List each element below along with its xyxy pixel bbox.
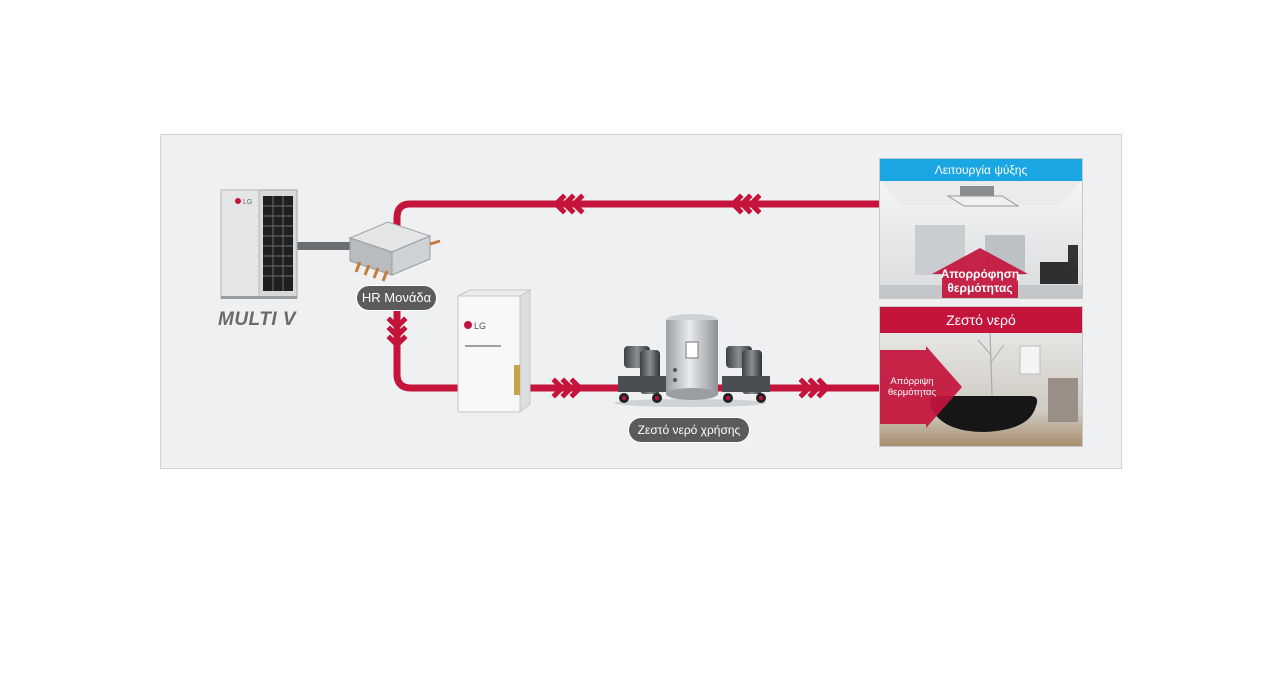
heat-absorb-arrow [932, 248, 1028, 298]
hot-water-header: Ζεστό νερό [880, 307, 1082, 333]
cooling-overlay-text: Απορρόφηση θερμότητας [932, 267, 1028, 296]
flow-arrows-down [386, 316, 408, 349]
heat-rejection-line1: Απόρριψη [890, 376, 934, 387]
multi-v-logo: MULTI V [218, 309, 297, 330]
outdoor-unit-logo: LG [243, 199, 252, 206]
flow-arrows-bottom-left [551, 377, 584, 399]
hr-unit [348, 221, 441, 282]
flow-arrows-top-right [729, 193, 762, 215]
outdoor-unit: LG [220, 189, 298, 299]
heat-rejection-line2: θερμότητας [887, 386, 937, 398]
domestic-hot-water-label: Ζεστό νερό χρήσης [629, 418, 749, 442]
heat-reject-arrow [880, 346, 962, 428]
hydro-unit-logo: LG [474, 321, 486, 331]
hydro-unit: LG [457, 289, 532, 414]
flow-arrows-bottom-right [798, 377, 831, 399]
hot-water-panel: Ζεστό νερό [879, 306, 1083, 447]
gray-connector-pipe [296, 242, 356, 250]
heat-absorption-line1: Απορρόφηση [940, 267, 1020, 281]
cooling-mode-header: Λειτουργία ψύξης [880, 159, 1082, 181]
cooling-mode-panel: Λειτουργία ψύξης [879, 158, 1083, 299]
heat-absorption-line2: θερμότητας [947, 280, 1013, 295]
hot-water-overlay-text: Απόρριψη θερμότητας [880, 376, 944, 399]
hr-unit-label: HR Μονάδα [357, 286, 436, 310]
flow-arrows-top-left [552, 193, 585, 215]
hot-water-tank-group [614, 314, 770, 407]
